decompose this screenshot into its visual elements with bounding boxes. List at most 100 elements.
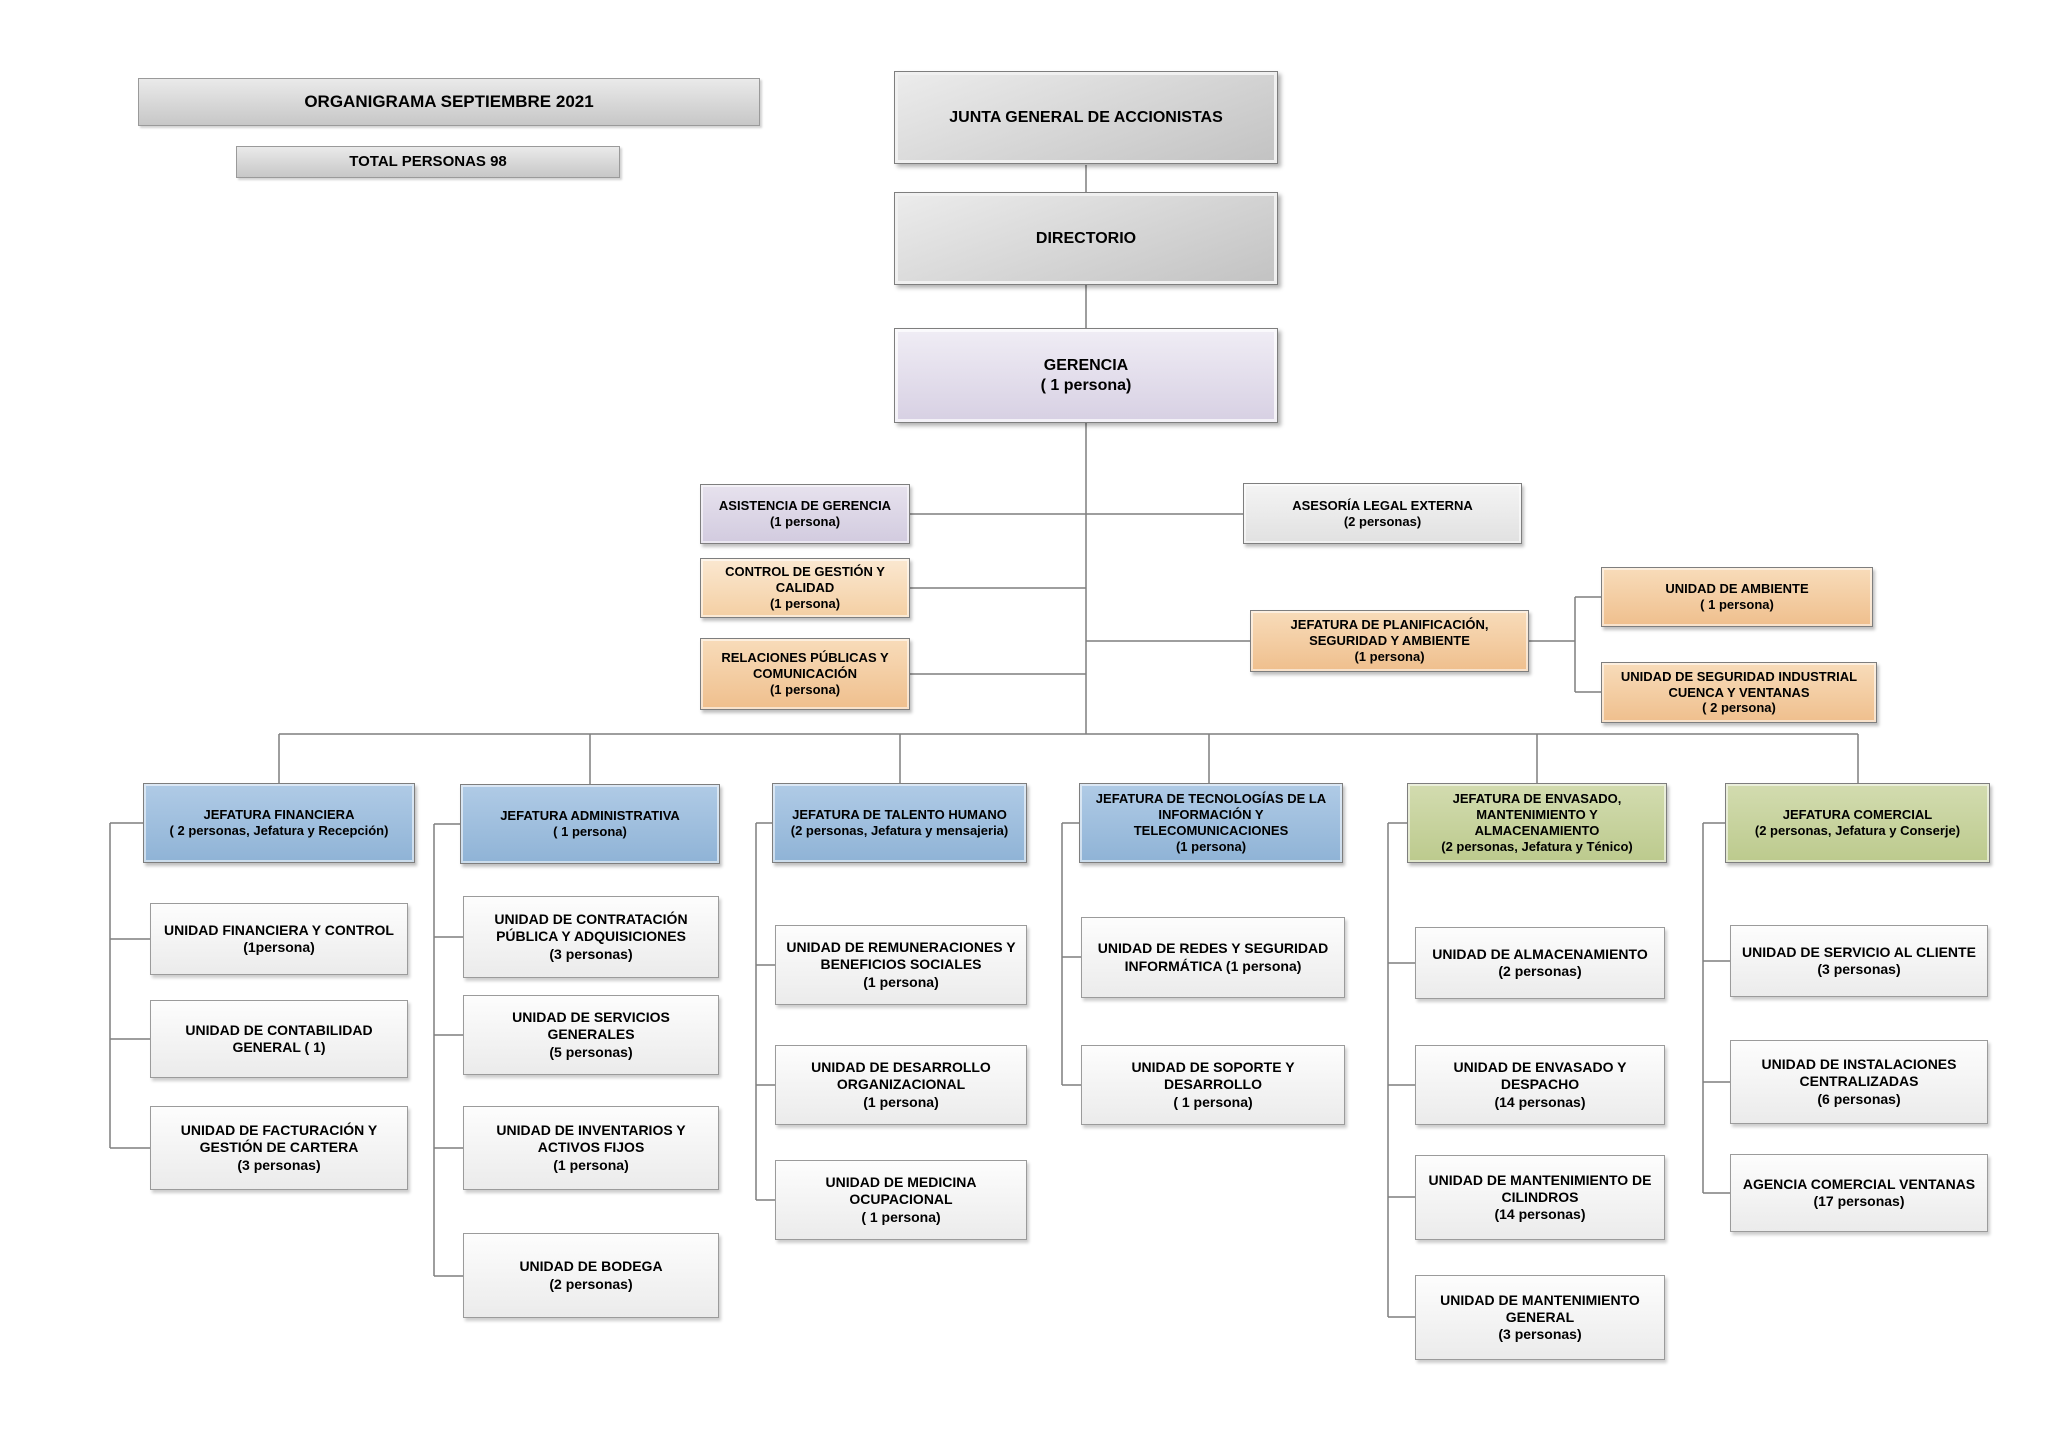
node-label: JEFATURA DE TECNOLOGÍAS DE LA INFORMACIÓ… <box>1095 791 1327 838</box>
node-label: UNIDAD DE FACTURACIÓN Y GESTIÓN DE CARTE… <box>180 1122 378 1156</box>
node-label: UNIDAD DE AMBIENTE <box>1665 581 1809 597</box>
node-label: JEFATURA COMERCIAL <box>1782 807 1933 823</box>
node-count: (6 personas) <box>1817 1090 1901 1107</box>
node-unidad-redes-seguridad: UNIDAD DE REDES Y SEGURIDAD INFORMÁTICA … <box>1081 917 1345 998</box>
org-title: ORGANIGRAMA SEPTIEMBRE 2021 <box>138 78 760 126</box>
node-relaciones-publicas-comunicacion: RELACIONES PÚBLICAS Y COMUNICACIÓN (1 pe… <box>700 638 910 710</box>
node-label: GERENCIA <box>1043 356 1129 374</box>
node-label: UNIDAD DE MANTENIMIENTO GENERAL <box>1440 1291 1640 1325</box>
node-unidad-soporte-desarrollo: UNIDAD DE SOPORTE Y DESARROLLO ( 1 perso… <box>1081 1045 1345 1125</box>
node-count: ( 1 persona) <box>861 1208 941 1225</box>
node-unidad-financiera-control: UNIDAD FINANCIERA Y CONTROL (1persona) <box>150 903 408 975</box>
node-label: UNIDAD DE SOPORTE Y DESARROLLO <box>1131 1059 1295 1093</box>
node-count: (1persona) <box>243 939 315 955</box>
node-label: CONTROL DE GESTIÓN Y CALIDAD <box>725 564 885 596</box>
node-label: ASESORÍA LEGAL EXTERNA <box>1292 497 1473 513</box>
node-unidad-desarrollo-organizacional: UNIDAD DE DESARROLLO ORGANIZACIONAL (1 p… <box>775 1045 1027 1125</box>
total-personas-label: TOTAL PERSONAS 98 <box>349 152 507 170</box>
node-label: RELACIONES PÚBLICAS Y COMUNICACIÓN <box>721 650 889 682</box>
node-asistencia-de-gerencia: ASISTENCIA DE GERENCIA (1 persona) <box>700 484 910 544</box>
node-unidad-bodega: UNIDAD DE BODEGA (2 personas) <box>463 1233 719 1318</box>
node-count: (1 persona) <box>863 973 939 990</box>
node-jefatura-administrativa: JEFATURA ADMINISTRATIVA ( 1 persona) <box>460 784 720 864</box>
node-label: UNIDAD DE CONTRATACIÓN PÚBLICA Y ADQUISI… <box>494 911 688 945</box>
node-jefatura-financiera: JEFATURA FINANCIERA ( 2 personas, Jefatu… <box>143 783 415 863</box>
node-count: (2 personas) <box>549 1275 633 1292</box>
node-label: UNIDAD DE BODEGA <box>519 1258 663 1275</box>
node-label: UNIDAD DE REDES Y SEGURIDAD INFORMÁTICA … <box>1097 940 1329 974</box>
node-label: UNIDAD DE ALMACENAMIENTO <box>1432 945 1648 962</box>
node-label: UNIDAD DE MEDICINA OCUPACIONAL <box>825 1174 977 1208</box>
node-label: UNIDAD DE SEGURIDAD INDUSTRIAL CUENCA Y … <box>1620 668 1858 700</box>
node-unidad-ambiente: UNIDAD DE AMBIENTE ( 1 persona) <box>1601 567 1873 627</box>
node-count: (14 personas) <box>1494 1093 1586 1110</box>
node-count: (3 personas) <box>1498 1326 1582 1343</box>
node-label: UNIDAD DE MANTENIMIENTO DE CILINDROS <box>1428 1171 1652 1205</box>
node-label: ASISTENCIA DE GERENCIA <box>718 498 892 514</box>
node-control-gestion-calidad: CONTROL DE GESTIÓN Y CALIDAD (1 persona) <box>700 558 910 618</box>
node-agencia-comercial-ventanas: AGENCIA COMERCIAL VENTANAS (17 personas) <box>1730 1154 1988 1232</box>
node-label: UNIDAD DE ENVASADO Y DESPACHO <box>1453 1059 1627 1093</box>
node-count: (1 persona) <box>1175 838 1247 854</box>
node-unidad-mantenimiento-cilindros: UNIDAD DE MANTENIMIENTO DE CILINDROS (14… <box>1415 1155 1665 1240</box>
node-unidad-seguridad-industrial: UNIDAD DE SEGURIDAD INDUSTRIAL CUENCA Y … <box>1601 662 1877 723</box>
node-directorio: DIRECTORIO <box>894 192 1278 285</box>
node-jefatura-tecnologias: JEFATURA DE TECNOLOGÍAS DE LA INFORMACIÓ… <box>1079 783 1343 863</box>
node-count: (3 personas) <box>1817 961 1901 977</box>
node-label: DIRECTORIO <box>1035 229 1137 247</box>
node-count: (3 personas) <box>237 1156 321 1173</box>
node-label: UNIDAD DE INVENTARIOS Y ACTIVOS FIJOS <box>496 1122 686 1156</box>
node-label: JEFATURA DE TALENTO HUMANO <box>792 807 1007 823</box>
node-count: (17 personas) <box>1813 1193 1905 1209</box>
node-label: UNIDAD DE DESARROLLO ORGANIZACIONAL <box>811 1059 991 1093</box>
node-label: UNIDAD FINANCIERA Y CONTROL <box>164 921 394 938</box>
node-count: (1 persona) <box>769 514 841 529</box>
node-count: (2 personas, Jefatura y mensajeria) <box>790 823 1009 838</box>
node-label: UNIDAD DE SERVICIO AL CLIENTE <box>1742 943 1976 960</box>
node-count: (1 persona) <box>553 1156 629 1173</box>
node-label: UNIDAD DE REMUNERACIONES Y BENEFICIOS SO… <box>786 939 1016 973</box>
node-jefatura-comercial: JEFATURA COMERCIAL (2 personas, Jefatura… <box>1725 783 1990 863</box>
node-unidad-mantenimiento-general: UNIDAD DE MANTENIMIENTO GENERAL (3 perso… <box>1415 1275 1665 1360</box>
node-unidad-inventarios-activos: UNIDAD DE INVENTARIOS Y ACTIVOS FIJOS (1… <box>463 1106 719 1190</box>
node-unidad-contratacion-publica: UNIDAD DE CONTRATACIÓN PÚBLICA Y ADQUISI… <box>463 896 719 978</box>
node-count: (3 personas) <box>549 945 633 962</box>
node-count: (2 personas, Jefatura y Conserje) <box>1754 823 1961 838</box>
node-count: (1 persona) <box>769 681 841 697</box>
node-label: UNIDAD DE SERVICIOS GENERALES <box>512 1009 670 1043</box>
node-unidad-facturacion-cartera: UNIDAD DE FACTURACIÓN Y GESTIÓN DE CARTE… <box>150 1106 408 1190</box>
node-count: ( 1 persona) <box>1700 597 1774 612</box>
node-label: JEFATURA ADMINISTRATIVA <box>500 808 680 824</box>
node-count: (1 persona) <box>1354 648 1425 664</box>
node-junta-general-accionistas: JUNTA GENERAL DE ACCIONISTAS <box>894 71 1278 164</box>
node-label: JUNTA GENERAL DE ACCIONISTAS <box>949 108 1223 126</box>
node-count: (14 personas) <box>1494 1206 1586 1223</box>
org-title-label: ORGANIGRAMA SEPTIEMBRE 2021 <box>304 91 594 111</box>
node-asesoria-legal-externa: ASESORÍA LEGAL EXTERNA (2 personas) <box>1243 483 1522 544</box>
node-label: AGENCIA COMERCIAL VENTANAS <box>1742 1175 1976 1192</box>
node-label: UNIDAD DE CONTABILIDAD GENERAL ( 1) <box>185 1021 373 1055</box>
node-label: JEFATURA FINANCIERA <box>203 807 355 823</box>
node-unidad-servicio-cliente: UNIDAD DE SERVICIO AL CLIENTE (3 persona… <box>1730 925 1988 997</box>
node-count: ( 2 personas, Jefatura y Recepción) <box>169 823 389 838</box>
node-unidad-envasado-despacho: UNIDAD DE ENVASADO Y DESPACHO (14 person… <box>1415 1045 1665 1125</box>
node-jefatura-talento-humano: JEFATURA DE TALENTO HUMANO (2 personas, … <box>772 783 1027 863</box>
node-unidad-medicina-ocupacional: UNIDAD DE MEDICINA OCUPACIONAL ( 1 perso… <box>775 1160 1027 1240</box>
node-unidad-contabilidad-general: UNIDAD DE CONTABILIDAD GENERAL ( 1) <box>150 1000 408 1078</box>
node-gerencia: GERENCIA ( 1 persona) <box>894 328 1278 423</box>
node-count: (1 persona) <box>863 1093 939 1110</box>
node-count: (2 personas) <box>1343 513 1422 529</box>
node-count: ( 1 persona) <box>1040 376 1132 394</box>
node-count: ( 1 persona) <box>553 824 627 839</box>
node-count: (5 personas) <box>549 1043 633 1060</box>
node-unidad-servicios-generales: UNIDAD DE SERVICIOS GENERALES (5 persona… <box>463 995 719 1075</box>
node-label: JEFATURA DE ENVASADO, MANTENIMIENTO Y AL… <box>1452 791 1622 838</box>
total-personas: TOTAL PERSONAS 98 <box>236 146 620 178</box>
node-unidad-remuneraciones: UNIDAD DE REMUNERACIONES Y BENEFICIOS SO… <box>775 925 1027 1005</box>
node-label: JEFATURA DE PLANIFICACIÓN, SEGURIDAD Y A… <box>1290 617 1489 649</box>
node-count: (1 persona) <box>769 595 841 611</box>
node-unidad-instalaciones-centralizadas: UNIDAD DE INSTALACIONES CENTRALIZADAS (6… <box>1730 1040 1988 1124</box>
node-count: (2 personas, Jefatura y Ténico) <box>1441 838 1633 854</box>
